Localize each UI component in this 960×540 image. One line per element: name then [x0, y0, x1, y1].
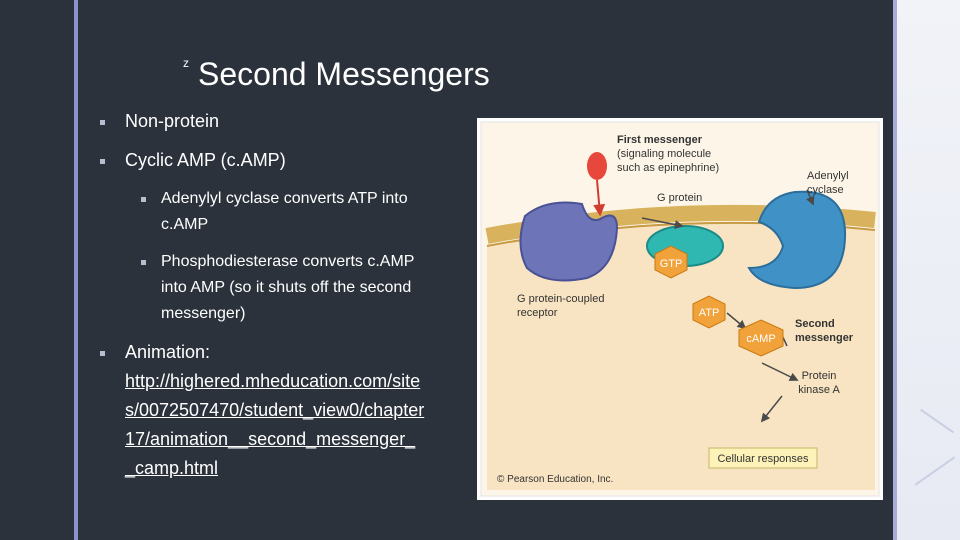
sub-bullet-marker [141, 197, 146, 202]
adenylyl-cyclase-line2: cyclase [807, 184, 844, 196]
gtp-label: GTP [660, 258, 683, 270]
protein-kinase-line2: kinase A [798, 384, 840, 396]
camp-label: cAMP [746, 333, 775, 345]
sub-bullet-phosphodiesterase-line1: Phosphodiesterase converts c.AMP [161, 253, 415, 270]
left-accent-stripe [74, 0, 78, 540]
protein-kinase-line1: Protein [802, 370, 837, 382]
first-messenger-line3: such as epinephrine) [617, 162, 719, 174]
g-protein-label: G protein [657, 192, 702, 204]
slide-title: Second Messengers [198, 56, 490, 92]
adenylyl-cyclase-line1: Adenylyl [807, 170, 849, 182]
right-decorative-panel [893, 0, 960, 540]
sub-bullet-marker [141, 260, 146, 265]
title-glyph: z [183, 56, 189, 70]
sub-bullet-adenylyl-line2: c.AMP [161, 216, 209, 233]
atp-badge [692, 295, 726, 329]
first-messenger-line2: (signaling molecule [617, 148, 711, 160]
bullet-marker [100, 351, 105, 356]
decorative-line [914, 456, 956, 486]
camp-badge [738, 319, 784, 357]
decorative-line [920, 408, 954, 434]
bullet-animation: Animation: [125, 342, 211, 362]
sub-bullet-adenylyl-line1: Adenylyl cyclase converts ATP into [161, 190, 408, 207]
cellular-responses-box [708, 447, 818, 469]
sub-bullet-phosphodiesterase-line3: messenger) [161, 305, 246, 322]
bullet-cyclic-amp: Cyclic AMP (c.AMP) [125, 150, 286, 170]
first-messenger-line1: First messenger [617, 134, 703, 146]
second-messenger-line1: Second [795, 318, 835, 330]
animation-link-line4[interactable]: _camp.html [125, 458, 219, 478]
cellular-responses-label: Cellular responses [717, 453, 809, 465]
bullet-marker [100, 159, 105, 164]
adenylyl-cyclase-shape [747, 190, 847, 290]
copyright-label: © Pearson Education, Inc. [497, 474, 613, 485]
animation-link-line1[interactable]: http://highered.mheducation.com/site [125, 371, 421, 391]
first-messenger-molecule [587, 152, 607, 180]
sub-bullet-phosphodiesterase-line2: into AMP (so it shuts off the second [161, 279, 412, 296]
cytoplasm-region [487, 221, 875, 490]
second-messenger-diagram: GTP ATP cAMP First messenger (signaling … [477, 118, 883, 500]
bullet-non-protein: Non-protein [125, 111, 220, 131]
bullet-marker [100, 120, 105, 125]
gtp-badge [654, 245, 688, 279]
receptor-line1: G protein-coupled [517, 293, 604, 305]
animation-link-line2[interactable]: s/0072507470/student_view0/chapter [125, 400, 425, 420]
receptor-line2: receptor [517, 307, 558, 319]
animation-link-line3[interactable]: 17/animation__second_messenger_ [125, 429, 416, 449]
receptor-shape [519, 201, 619, 282]
second-messenger-line2: messenger [795, 332, 854, 344]
atp-label: ATP [699, 307, 720, 319]
